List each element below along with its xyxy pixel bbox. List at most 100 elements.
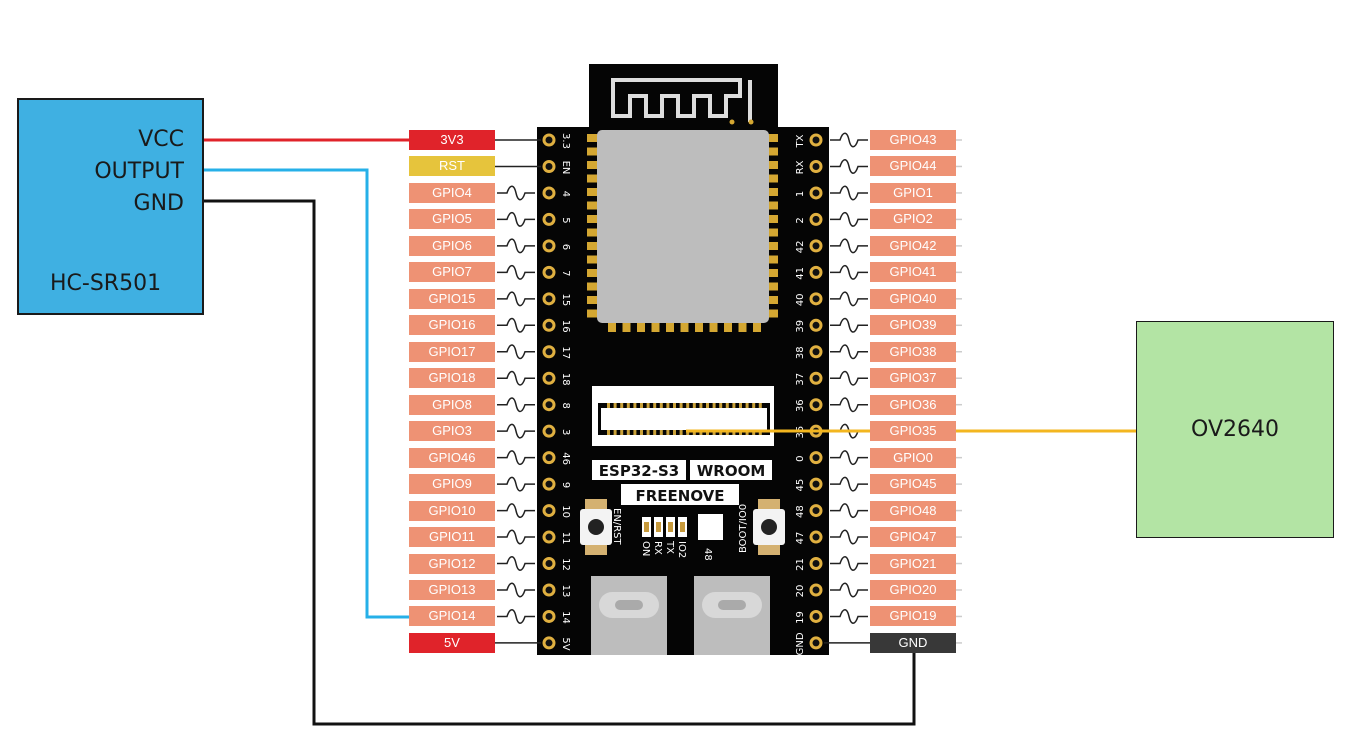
header-pin bbox=[542, 398, 556, 412]
header-pin bbox=[542, 345, 556, 359]
pin-label-gpio10: GPIO10 bbox=[409, 500, 495, 521]
header-pin bbox=[542, 318, 556, 332]
header-pin bbox=[809, 530, 823, 544]
header-pin bbox=[542, 557, 556, 571]
button-right-label: BOOT/IO0 bbox=[738, 504, 749, 553]
pin-label-gpio9: GPIO9 bbox=[409, 474, 495, 495]
pin-leader bbox=[830, 264, 868, 280]
pin-label-gpio16: GPIO16 bbox=[409, 315, 495, 336]
pin-label-gpio12: GPIO12 bbox=[409, 553, 495, 574]
header-pin bbox=[542, 265, 556, 279]
output-wire bbox=[204, 168, 409, 619]
module-pad bbox=[622, 320, 631, 332]
module-pad bbox=[766, 228, 778, 237]
header-pin bbox=[809, 609, 823, 623]
pin-label-gpio19: GPIO19 bbox=[870, 606, 956, 627]
pin-label-5v: 5V bbox=[409, 632, 495, 653]
silkscreen-label: 36 bbox=[795, 399, 806, 412]
module-pad bbox=[608, 320, 616, 332]
connector-contact bbox=[646, 403, 650, 408]
header-pin bbox=[809, 477, 823, 491]
header-pin bbox=[542, 424, 556, 438]
silkscreen-label: GND bbox=[795, 632, 806, 655]
pin-label-gpio47: GPIO47 bbox=[870, 527, 956, 548]
pin-label-gpio42: GPIO42 bbox=[870, 235, 956, 256]
module-pad bbox=[766, 134, 778, 142]
module-pad bbox=[766, 309, 778, 318]
header-pin bbox=[542, 292, 556, 306]
connector-contact bbox=[732, 403, 736, 408]
brand-label-bg bbox=[621, 484, 739, 505]
silkscreen-label: 14 bbox=[560, 611, 571, 624]
pin-leader bbox=[830, 397, 868, 413]
pin-leader bbox=[497, 238, 535, 254]
connector-contact bbox=[673, 403, 676, 408]
module-pad bbox=[766, 174, 778, 183]
ov2640-camera-module: OV2640 bbox=[1136, 321, 1334, 538]
pin-leader bbox=[830, 370, 868, 386]
header-pin bbox=[809, 186, 823, 200]
pin-leader bbox=[830, 158, 868, 174]
silkscreen-label: 37 bbox=[795, 373, 806, 386]
button-left-label: EN/RST bbox=[611, 508, 622, 545]
header-pin bbox=[809, 292, 823, 306]
pin-leader bbox=[830, 132, 868, 148]
pin-leader bbox=[497, 556, 535, 572]
pin-leader bbox=[497, 317, 535, 333]
header-pin bbox=[809, 239, 823, 253]
pin-leader bbox=[497, 211, 535, 227]
pin-label-gpio3: GPIO3 bbox=[409, 421, 495, 442]
pin-label-gpio0: GPIO0 bbox=[870, 447, 956, 468]
pin-leader bbox=[497, 423, 535, 439]
pin-label-gpio41: GPIO41 bbox=[870, 262, 956, 283]
pin-leader bbox=[497, 608, 535, 624]
connector-contact bbox=[620, 430, 624, 435]
pin-leader bbox=[497, 185, 535, 201]
connector-contact bbox=[613, 430, 617, 435]
pin-label-gpio4: GPIO4 bbox=[409, 182, 495, 203]
header-pin bbox=[542, 186, 556, 200]
camera-name: OV2640 bbox=[1191, 417, 1279, 442]
silkscreen-label: TX bbox=[795, 134, 806, 148]
module-pad bbox=[587, 161, 599, 169]
button-left-cap bbox=[588, 519, 604, 535]
silkscreen-label: 41 bbox=[795, 267, 806, 280]
sensor-gnd-pin-label: GND bbox=[133, 191, 184, 216]
silkscreen-label: 0 bbox=[795, 455, 806, 461]
connector-contact bbox=[659, 430, 663, 435]
silkscreen-label: 45 bbox=[795, 479, 806, 492]
led-label: TX bbox=[664, 540, 675, 554]
module-pad bbox=[587, 134, 599, 142]
connector-contact bbox=[666, 403, 670, 408]
module-pad bbox=[766, 188, 778, 196]
header-pin bbox=[542, 451, 556, 465]
module-pad bbox=[587, 269, 599, 277]
header-pin bbox=[542, 504, 556, 518]
module-pad bbox=[766, 242, 778, 250]
pin-label-gpio5: GPIO5 bbox=[409, 209, 495, 230]
pin-label-gnd: GND bbox=[870, 632, 956, 653]
pin-label-rst: RST bbox=[409, 156, 495, 177]
silkscreen-label: 5V bbox=[560, 637, 571, 650]
pin-label-gpio35: GPIO35 bbox=[870, 421, 956, 442]
pin-leader bbox=[830, 238, 868, 254]
connector-contact bbox=[679, 403, 683, 408]
header-pin bbox=[809, 636, 823, 650]
silkscreen-label: 48 bbox=[795, 505, 806, 518]
module-pad bbox=[587, 296, 599, 304]
module-pad bbox=[587, 242, 599, 250]
header-pin bbox=[542, 371, 556, 385]
pin-leader bbox=[830, 211, 868, 227]
header-pin bbox=[809, 583, 823, 597]
pin-label-gpio20: GPIO20 bbox=[870, 579, 956, 600]
connector-contact bbox=[673, 430, 676, 435]
connector-contact bbox=[752, 403, 756, 408]
silkscreen-label: RX bbox=[795, 160, 806, 174]
pin-leader bbox=[830, 582, 868, 598]
header-pin bbox=[809, 345, 823, 359]
usb-port-left-tongue bbox=[615, 600, 643, 610]
header-pin bbox=[809, 451, 823, 465]
connector-contact bbox=[666, 430, 670, 435]
pin-label-gpio38: GPIO38 bbox=[870, 341, 956, 362]
